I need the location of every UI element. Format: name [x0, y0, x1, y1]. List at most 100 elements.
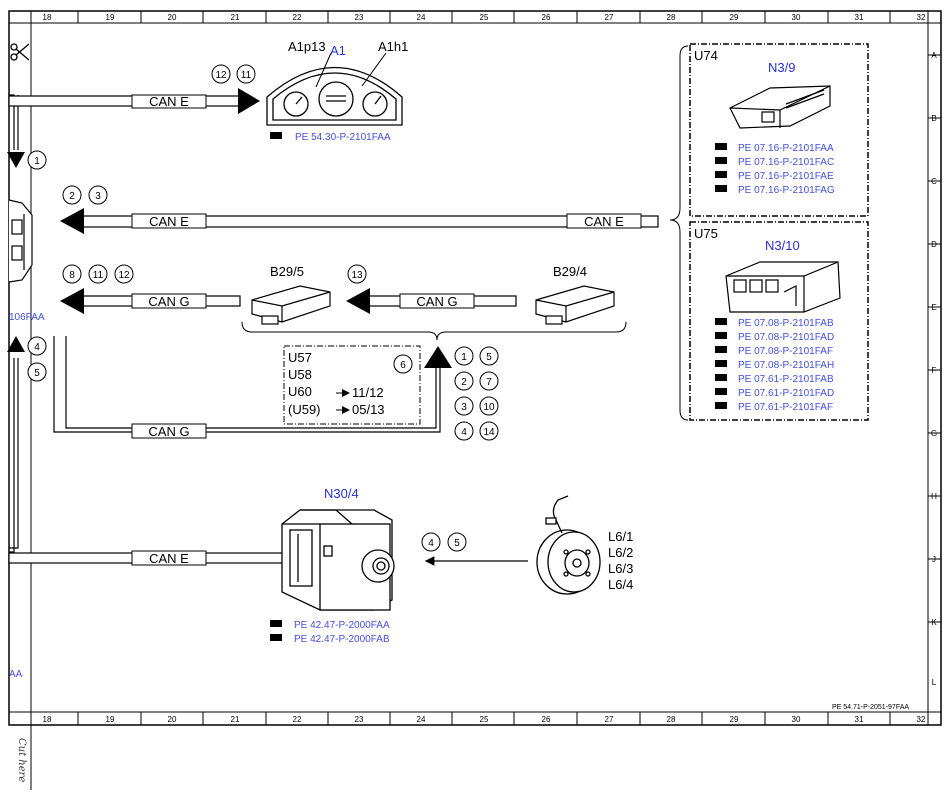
sensor-brace — [241, 321, 627, 341]
circle-ref: 3 — [95, 191, 101, 202]
ref-link: PE 07.08-P-2101FAF — [738, 346, 833, 357]
col-label: 28 — [667, 13, 676, 22]
row-label: G — [931, 429, 937, 438]
col-label: 20 — [168, 715, 177, 724]
a1-circle-refs: 12 11 — [211, 64, 256, 84]
col-label: 29 — [730, 13, 739, 22]
ref-link: PE 42.47-P-2000FAA — [294, 620, 390, 631]
can-e-circle-refs: 2 3 — [62, 185, 108, 205]
col-label: 19 — [106, 13, 115, 22]
ecu-n3-9-icon — [729, 85, 831, 129]
ref-link: PE 07.08-P-2101FAB — [738, 318, 834, 329]
pointing-hand-icon — [715, 157, 727, 164]
ecu-n3-10-icon — [725, 261, 841, 313]
ecu-brace — [669, 45, 689, 421]
ref-link: PE 54.30-P-2101FAA — [295, 132, 391, 143]
n30-4-refs: PE 42.47-P-2000FAA PE 42.47-P-2000FAB — [270, 620, 390, 645]
junction-circle-refs: 1 5 2 7 3 10 4 14 — [454, 346, 499, 441]
col-label: 25 — [480, 715, 489, 724]
pointing-hand-icon — [270, 132, 282, 139]
col-label: 26 — [542, 13, 551, 22]
circle-ref: 2 — [69, 191, 75, 202]
col-label: 30 — [792, 13, 801, 22]
col-label: 27 — [605, 715, 614, 724]
cut-here-label: Cut here — [16, 738, 27, 782]
circle-ref: 4 — [34, 342, 40, 353]
arrow-down-icon — [7, 152, 25, 168]
col-label: 29 — [730, 715, 739, 724]
col-label: 25 — [480, 13, 489, 22]
pointing-hand-icon — [715, 388, 727, 395]
l6-label: L6/2 — [608, 545, 633, 560]
pointing-hand-icon — [715, 332, 727, 339]
pointing-hand-icon — [715, 374, 727, 381]
can-g-middle-line: CAN G — [346, 288, 517, 314]
col-label: 18 — [43, 715, 52, 724]
n3-9-refs: PE 07.16-P-2101FAA PE 07.16-P-2101FAC PE… — [715, 143, 835, 196]
col-label: 28 — [667, 715, 676, 724]
left-lower-circle-refs: 4 5 — [27, 336, 47, 382]
wheel-circle-refs: 4 5 — [421, 532, 467, 552]
col-label: 22 — [293, 715, 302, 724]
col-label: 31 — [855, 13, 864, 22]
abs-unit-icon — [281, 509, 395, 611]
n3-9-label: N3/9 — [768, 60, 795, 75]
ref-link: PE 07.16-P-2101FAE — [738, 171, 834, 182]
can-g-left-line: CAN G — [60, 288, 241, 314]
left-bus-lines — [9, 94, 441, 553]
col-label: 18 — [43, 13, 52, 22]
scissors-icon — [10, 43, 30, 61]
ref-link: PE 42.47-P-2000FAB — [294, 634, 390, 645]
l6-label: L6/3 — [608, 561, 633, 576]
row-label: C — [931, 177, 937, 186]
l6-label: L6/4 — [608, 577, 633, 592]
a1-label: A1 — [330, 43, 346, 58]
pointing-hand-icon — [715, 346, 727, 353]
circle-ref: 1 — [34, 156, 40, 167]
can-e-middle-line: CAN E CAN E — [60, 208, 659, 234]
col-label: 23 — [355, 13, 364, 22]
bus-label: CAN G — [148, 424, 189, 439]
pointing-hand-icon — [270, 634, 282, 641]
n3-10-refs: PE 07.08-P-2101FAB PE 07.08-P-2101FAD PE… — [715, 318, 834, 413]
column-labels-bottom: 18 19 20 21 22 23 24 25 26 27 28 29 30 3… — [43, 715, 926, 724]
ref-link: PE 07.08-P-2101FAD — [738, 332, 834, 343]
row-label: B — [931, 114, 936, 123]
left-ref-fragment: 106FAA — [9, 312, 45, 323]
circle-ref: 1 — [461, 352, 467, 363]
ref-link: PE 07.61-P-2101FAF — [738, 402, 833, 413]
variant-text: U57 — [288, 350, 312, 365]
row-label: H — [931, 492, 937, 501]
pointing-hand-icon — [715, 143, 727, 150]
circle-ref: 3 — [461, 402, 467, 413]
pointing-hand-icon — [715, 185, 727, 192]
row-labels: A B C D E F G H J K L — [931, 51, 937, 687]
u75-box: U75 N3/10 PE 07.08-P-2101FAB PE 07.08-P-… — [689, 221, 869, 421]
col-label: 26 — [542, 715, 551, 724]
sensor-b29-4-icon — [535, 285, 615, 325]
circle-ref: 8 — [69, 270, 75, 281]
circle-ref: 12 — [118, 270, 130, 281]
b29-4-label: B29/4 — [553, 264, 587, 279]
circle-ref: 6 — [400, 360, 406, 371]
circle-ref: 2 — [461, 377, 467, 388]
left-ref-fragment: AA — [9, 669, 23, 680]
col-label: 21 — [231, 715, 240, 724]
arrow-up-icon — [7, 336, 25, 352]
ref-link: PE 07.61-P-2101FAB — [738, 374, 834, 385]
circle-ref: 7 — [486, 377, 492, 388]
circle-ref: 11 — [93, 270, 104, 281]
row-label: J — [932, 555, 936, 564]
b29-5-label: B29/5 — [270, 264, 304, 279]
row-label: F — [932, 366, 937, 375]
col-label: 21 — [231, 13, 240, 22]
circle-ref: 10 — [483, 402, 495, 413]
circle-ref: 14 — [483, 427, 495, 438]
bus-label: CAN G — [148, 294, 189, 309]
ref-link: PE 07.16-P-2101FAA — [738, 143, 834, 154]
pointing-hand-icon — [715, 360, 727, 367]
sensor-b29-5-icon — [251, 285, 331, 325]
circle-ref: 11 — [241, 70, 252, 81]
col-label: 24 — [417, 715, 426, 724]
